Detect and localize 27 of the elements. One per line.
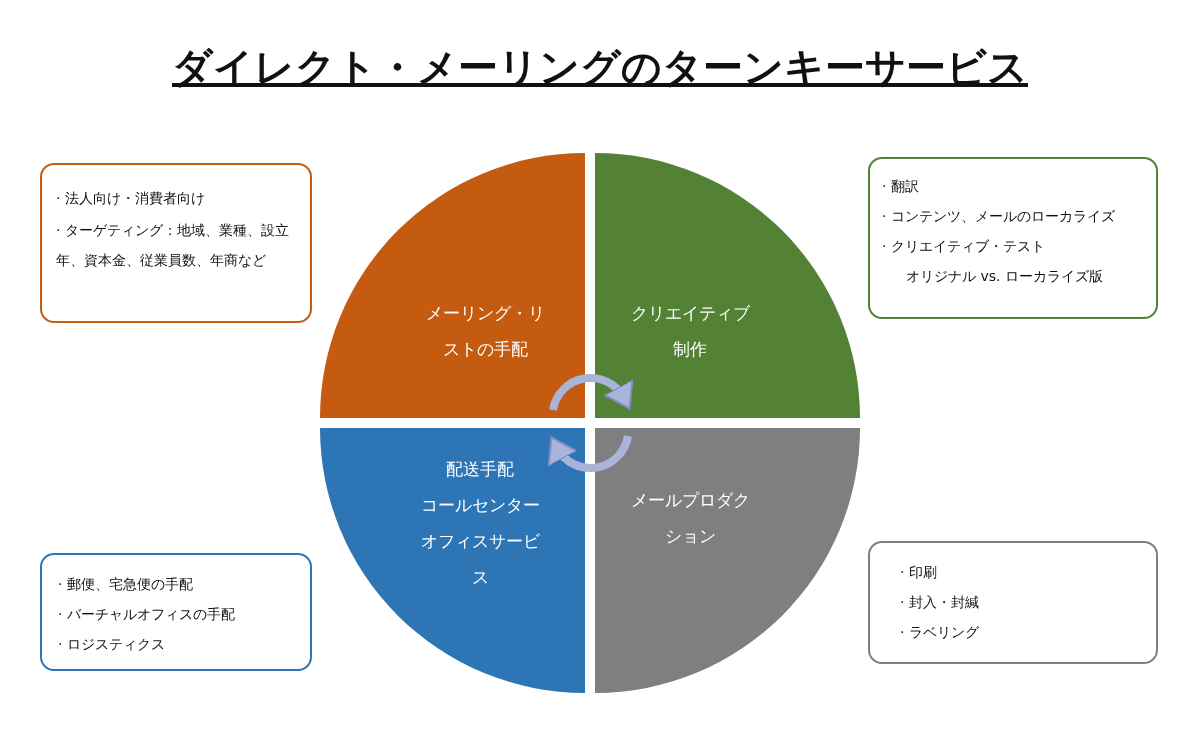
quadrant-label: メーリング・リストの手配 — [424, 302, 546, 361]
quadrant-label: オフィスサービス — [419, 530, 541, 589]
bullet-item: · 印刷 — [900, 563, 938, 582]
quadrant-segment — [595, 428, 860, 693]
bullet-item: · 法人向け・消費者向け — [56, 189, 206, 208]
bullet-item: · コンテンツ、メールのローカライズ — [882, 207, 1116, 226]
callout-box — [40, 163, 312, 323]
quadrant-label: 配送手配 — [445, 458, 515, 481]
bullet-item: · 封入・封緘 — [900, 593, 980, 612]
bullet-item: · ロジスティクス — [58, 635, 166, 654]
callout-box — [868, 157, 1158, 319]
quadrant-segment — [595, 153, 860, 418]
quadrant-segment — [320, 153, 585, 418]
bullet-item: · クリエイティブ・テスト — [882, 237, 1046, 256]
bullet-item: オリジナル vs. ローカライズ版 — [906, 267, 1104, 286]
quadrant-segment — [320, 428, 585, 693]
bullet-item: · バーチャルオフィスの手配 — [58, 605, 236, 624]
quadrant-label: クリエイティブ制作 — [629, 302, 751, 361]
bullet-item: · 翻訳 — [882, 177, 920, 196]
title: ダイレクト・メーリングのターンキーサービス — [172, 44, 1028, 90]
quadrant-label: コールセンター — [419, 494, 541, 517]
callout-box — [40, 553, 312, 671]
quadrant-label: メールプロダクション — [629, 489, 751, 548]
callout-box — [868, 541, 1158, 664]
bullet-item: · ラベリング — [900, 623, 980, 642]
bullet-item: · ターゲティング：地域、業種、設立年、資本金、従業員数、年商など — [56, 221, 290, 270]
bullet-item: · 郵便、宅急便の手配 — [58, 575, 194, 594]
